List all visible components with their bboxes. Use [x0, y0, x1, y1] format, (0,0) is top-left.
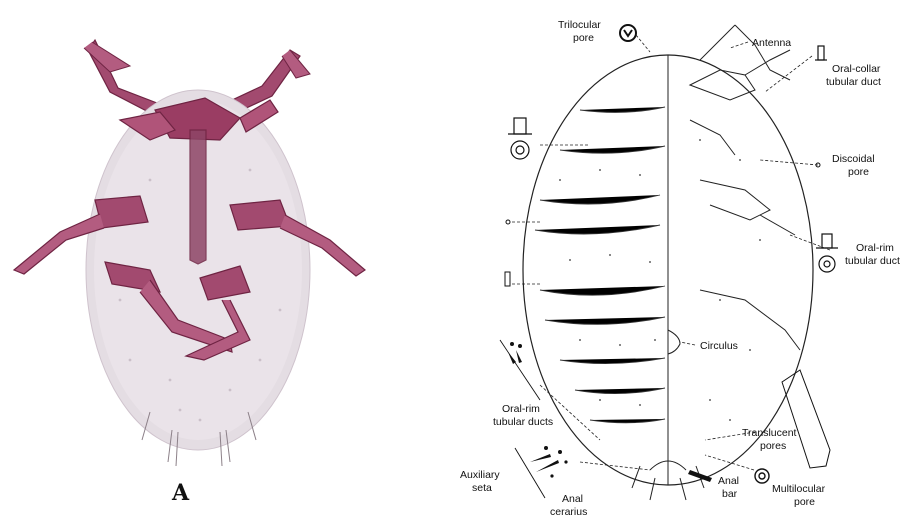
drawing-antenna	[700, 25, 790, 80]
cerarius-cluster-lower	[530, 446, 568, 478]
label-oral-rim-tubular-ducts: Oral-rim tubular ducts	[493, 403, 553, 428]
label-trilocular-pore: Trilocular pore	[558, 19, 604, 44]
setae-dots	[559, 139, 761, 421]
circulus-mark	[668, 330, 680, 354]
oral-collar-duct-left-icon	[508, 118, 532, 159]
label-antenna: Antenna	[752, 37, 791, 49]
trilocular-pore-icon	[620, 25, 636, 41]
label-multilocular-pore: Multilocular pore	[772, 483, 828, 508]
label-discoidal-pore: Discoidal pore	[832, 153, 878, 178]
label-oral-collar-tubular-duct: Oral-collar tubular duct	[826, 63, 883, 88]
label-translucent-pores: Translucent pores	[742, 427, 799, 452]
specimen-photo: A	[14, 40, 365, 506]
leader-lines	[512, 35, 830, 470]
label-oral-rim-tubular-duct: Oral-rim tubular duct	[845, 242, 900, 267]
oral-rim-duct-icon	[816, 234, 838, 272]
segment-setae	[535, 107, 665, 423]
plate-letter-a: A	[171, 480, 190, 506]
specimen-drawing: Trilocular pore Antenna Oral-collar tubu…	[460, 19, 900, 518]
label-anal-bar: Anal bar	[718, 475, 742, 500]
label-circulus: Circulus	[700, 340, 738, 352]
label-anal-cerarius: Anal cerarius	[550, 493, 587, 518]
oral-collar-duct-icon	[815, 46, 827, 60]
drawing-legs	[690, 50, 800, 350]
multilocular-pore-icon	[755, 469, 769, 483]
label-auxiliary-seta: Auxiliary seta	[460, 469, 503, 494]
translucent-pores-leg	[782, 370, 830, 468]
cerarius-cluster-upper	[508, 342, 522, 364]
small-duct-left-icon	[505, 220, 510, 286]
